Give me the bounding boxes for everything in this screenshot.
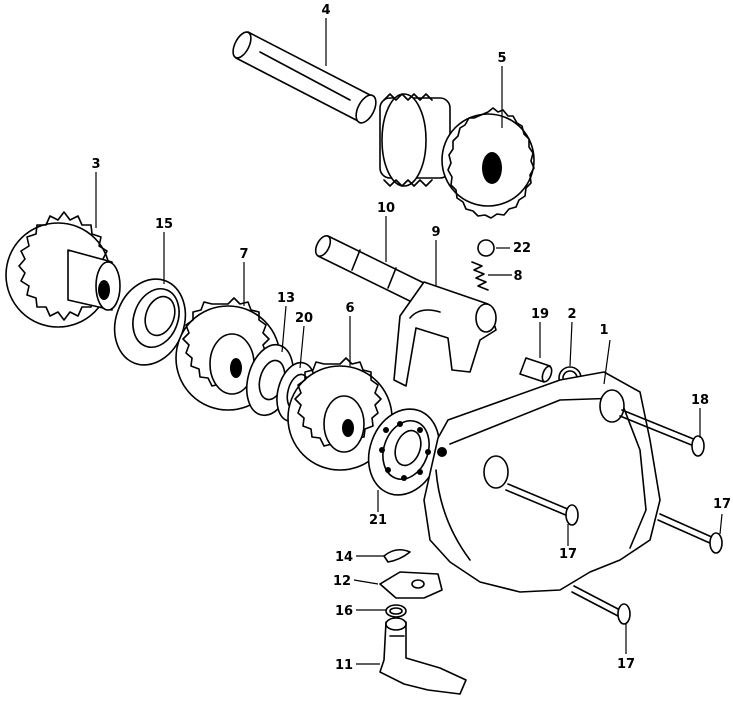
callout-14: 14 [335, 550, 353, 565]
o-ring-part-16 [385, 604, 407, 618]
callout-17-right: 17 [713, 497, 731, 512]
callout-11: 11 [335, 658, 353, 673]
spring-part-8 [471, 261, 489, 291]
leader-lines [95, 18, 723, 665]
bolt-part-18 [619, 409, 705, 457]
sprocket-part-3 [5, 211, 121, 328]
bolt-part-17-right [657, 513, 723, 554]
callout-22: 22 [513, 241, 531, 256]
callout-17-upper: 17 [559, 547, 577, 562]
shift-arm-part-11 [379, 617, 467, 695]
leader-12 [353, 579, 379, 585]
callout-10: 10 [377, 201, 395, 216]
callout-9: 9 [431, 225, 440, 240]
callout-12: 12 [333, 574, 351, 589]
callout-5: 5 [497, 51, 506, 66]
clip-part-14 [383, 548, 411, 563]
leader-13 [281, 305, 287, 353]
leader-20 [299, 325, 305, 369]
callout-20: 20 [295, 311, 313, 326]
callouts: 1 2 3 4 5 6 7 8 9 10 11 12 13 14 15 16 1… [91, 3, 731, 673]
shift-fork-part-9 [393, 281, 497, 387]
callout-21: 21 [369, 513, 387, 528]
callout-1: 1 [599, 323, 608, 338]
cover-part-1 [423, 371, 661, 593]
callout-4: 4 [321, 3, 330, 18]
fork-shaft-part-10 [314, 235, 431, 307]
callout-17-lower: 17 [617, 657, 635, 672]
callout-3: 3 [91, 157, 100, 172]
callout-8: 8 [513, 269, 522, 284]
callout-19: 19 [531, 307, 549, 322]
gear-cluster-part-5 [379, 93, 535, 219]
callout-15: 15 [155, 217, 173, 232]
oil-seal-part-15 [113, 278, 187, 366]
callout-7: 7 [239, 247, 248, 262]
plate-part-12 [379, 571, 443, 599]
leader-17b [719, 513, 723, 535]
callout-16: 16 [335, 604, 353, 619]
callout-6: 6 [345, 301, 354, 316]
bolt-part-17-upper [505, 483, 579, 526]
callout-18: 18 [691, 393, 709, 408]
dowel-pin-part-19 [519, 357, 553, 383]
gear-part-6 [287, 357, 393, 471]
bolt-part-17-lower [571, 585, 631, 625]
ball-part-22 [477, 239, 495, 257]
bearing-part-21 [367, 408, 441, 496]
leader-1 [603, 339, 611, 385]
callout-2: 2 [567, 307, 576, 322]
leader-2 [569, 321, 573, 367]
shaft-part-4 [232, 31, 377, 124]
callout-13: 13 [277, 291, 295, 306]
